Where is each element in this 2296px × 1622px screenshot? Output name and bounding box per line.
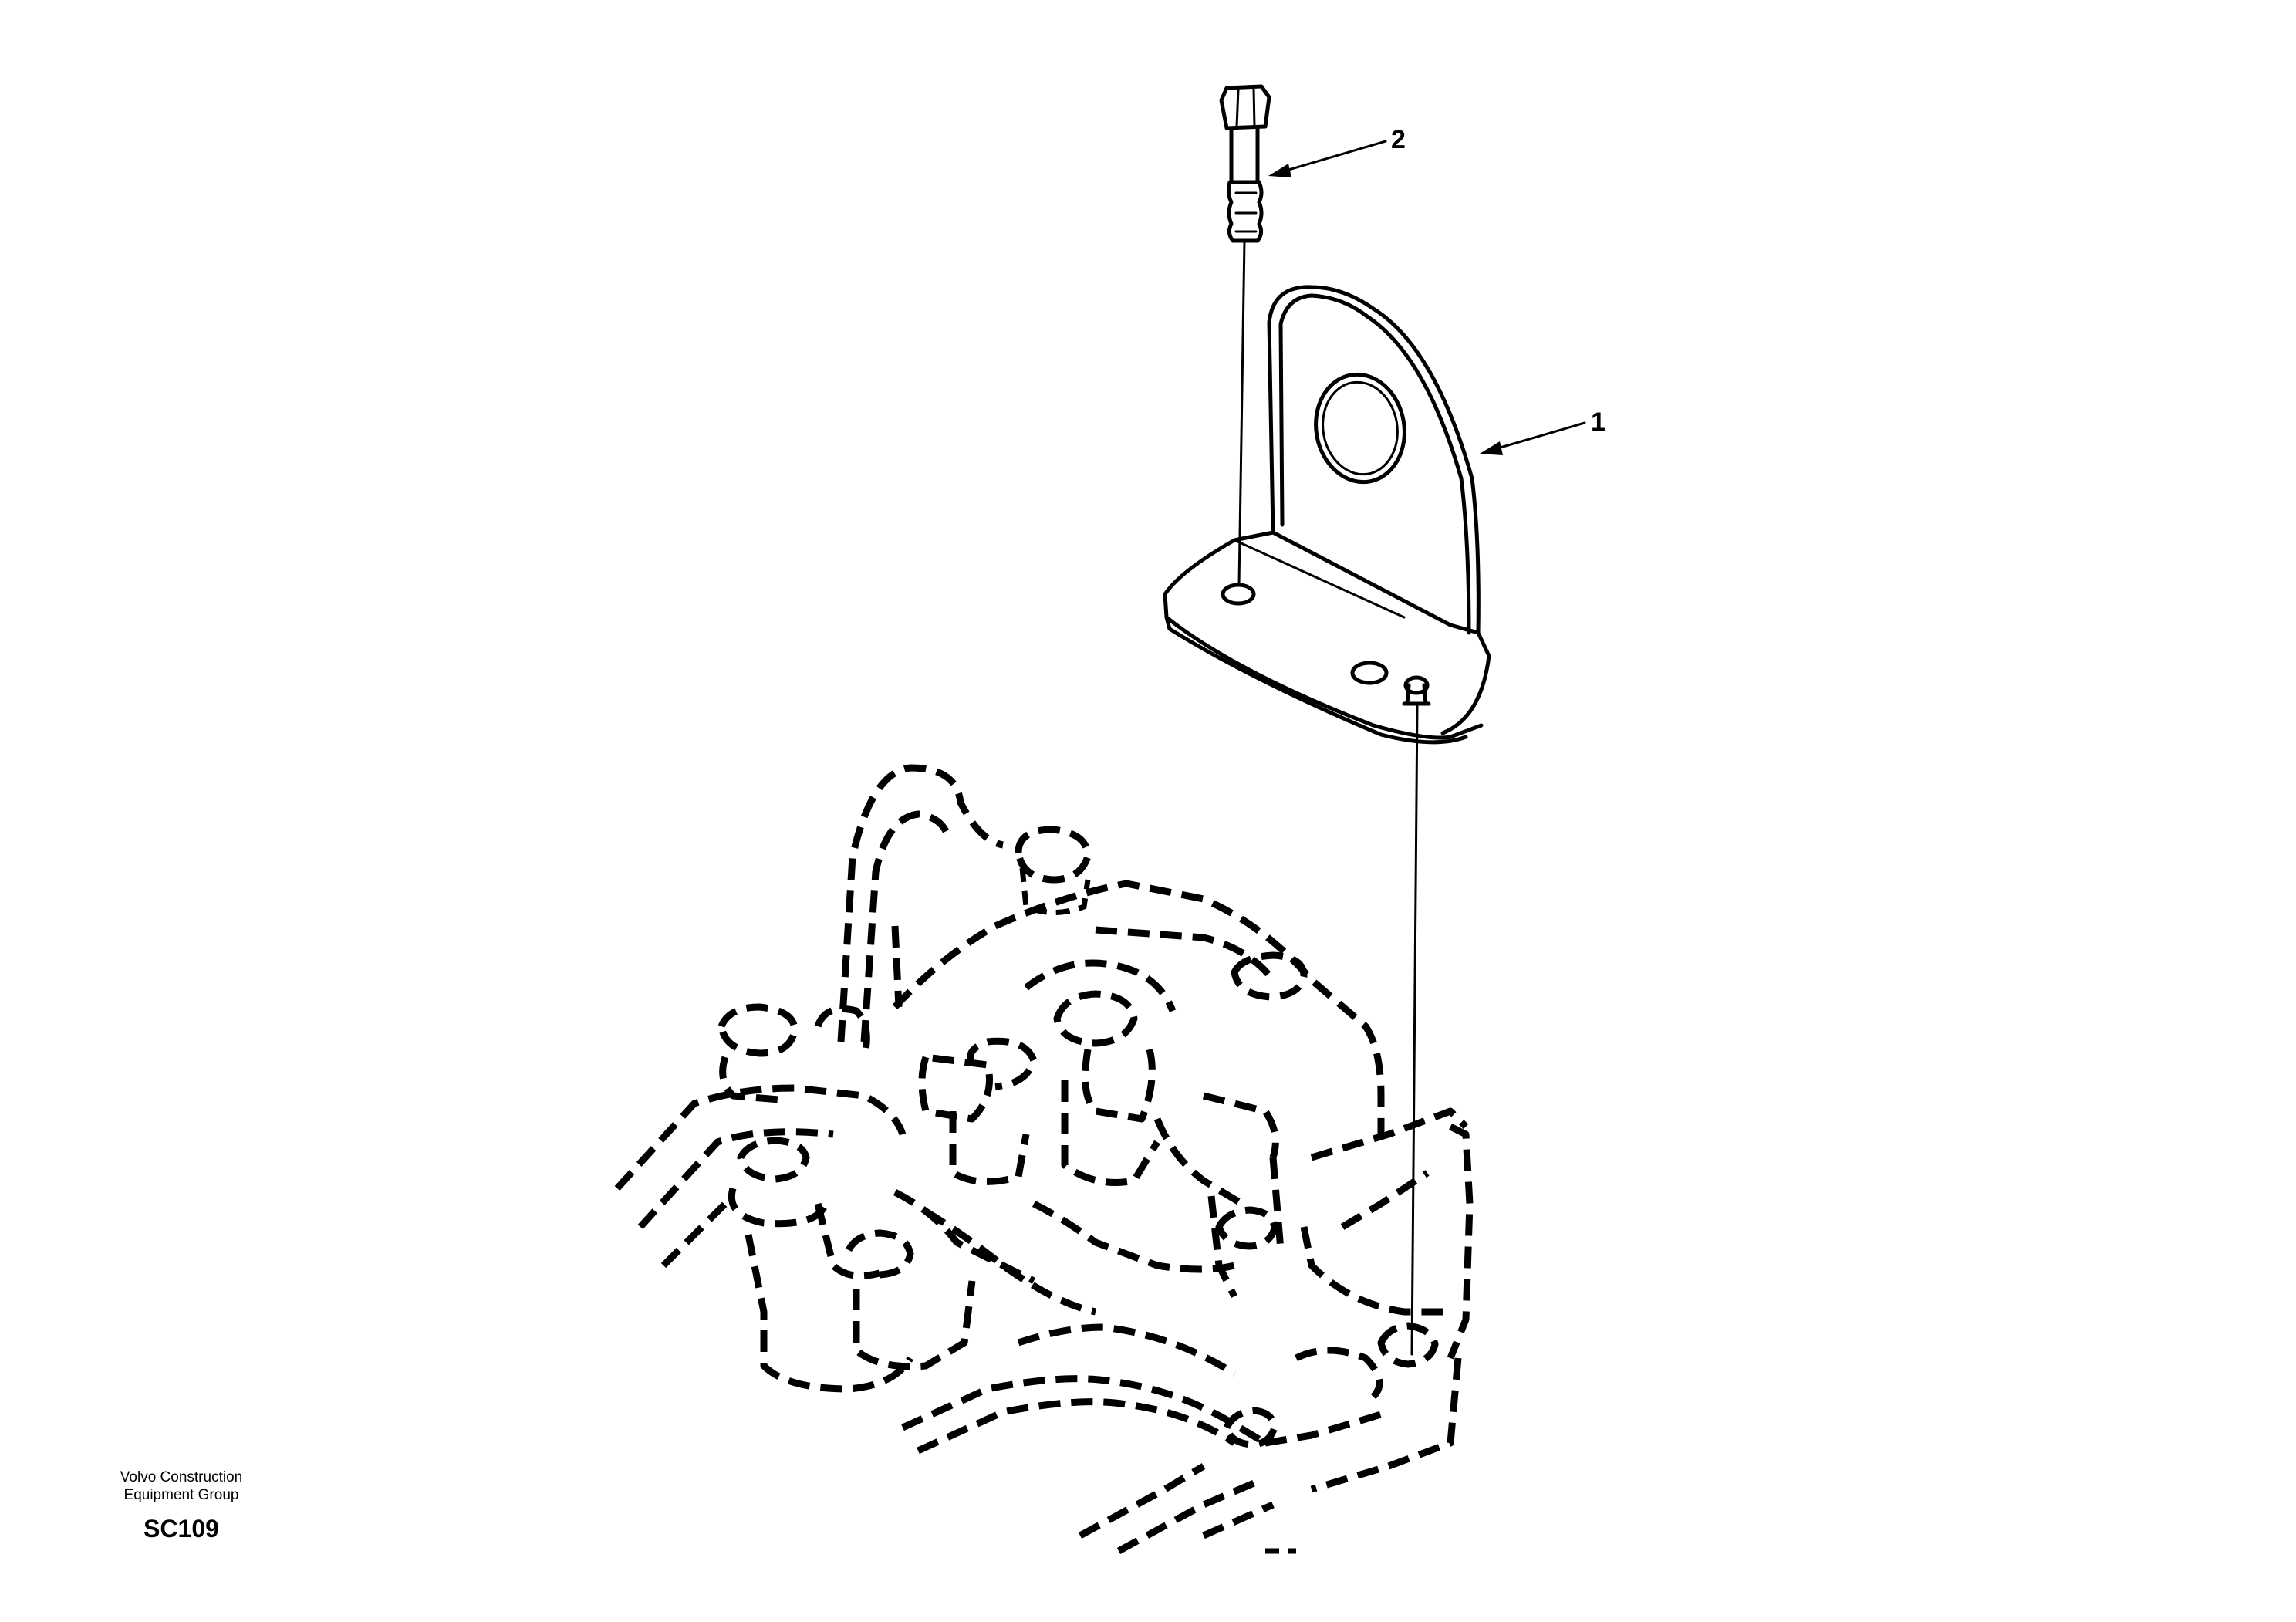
mounting-bracket — [1163, 285, 1491, 1356]
org-name-line1: Volvo Construction — [120, 1469, 243, 1485]
footer-credit: Volvo Construction Equipment Group SC109 — [77, 1469, 285, 1543]
callout-2-label: 2 — [1391, 125, 1406, 154]
callout-2: 2 — [1268, 125, 1406, 177]
bolt-part — [1219, 84, 1271, 586]
phantom-mount-assembly — [614, 764, 1474, 1554]
drawing-code: SC109 — [144, 1514, 219, 1543]
org-name-line2: Equipment Group — [123, 1486, 239, 1503]
callout-1-label: 1 — [1591, 407, 1606, 437]
callout-1: 1 — [1480, 407, 1606, 455]
